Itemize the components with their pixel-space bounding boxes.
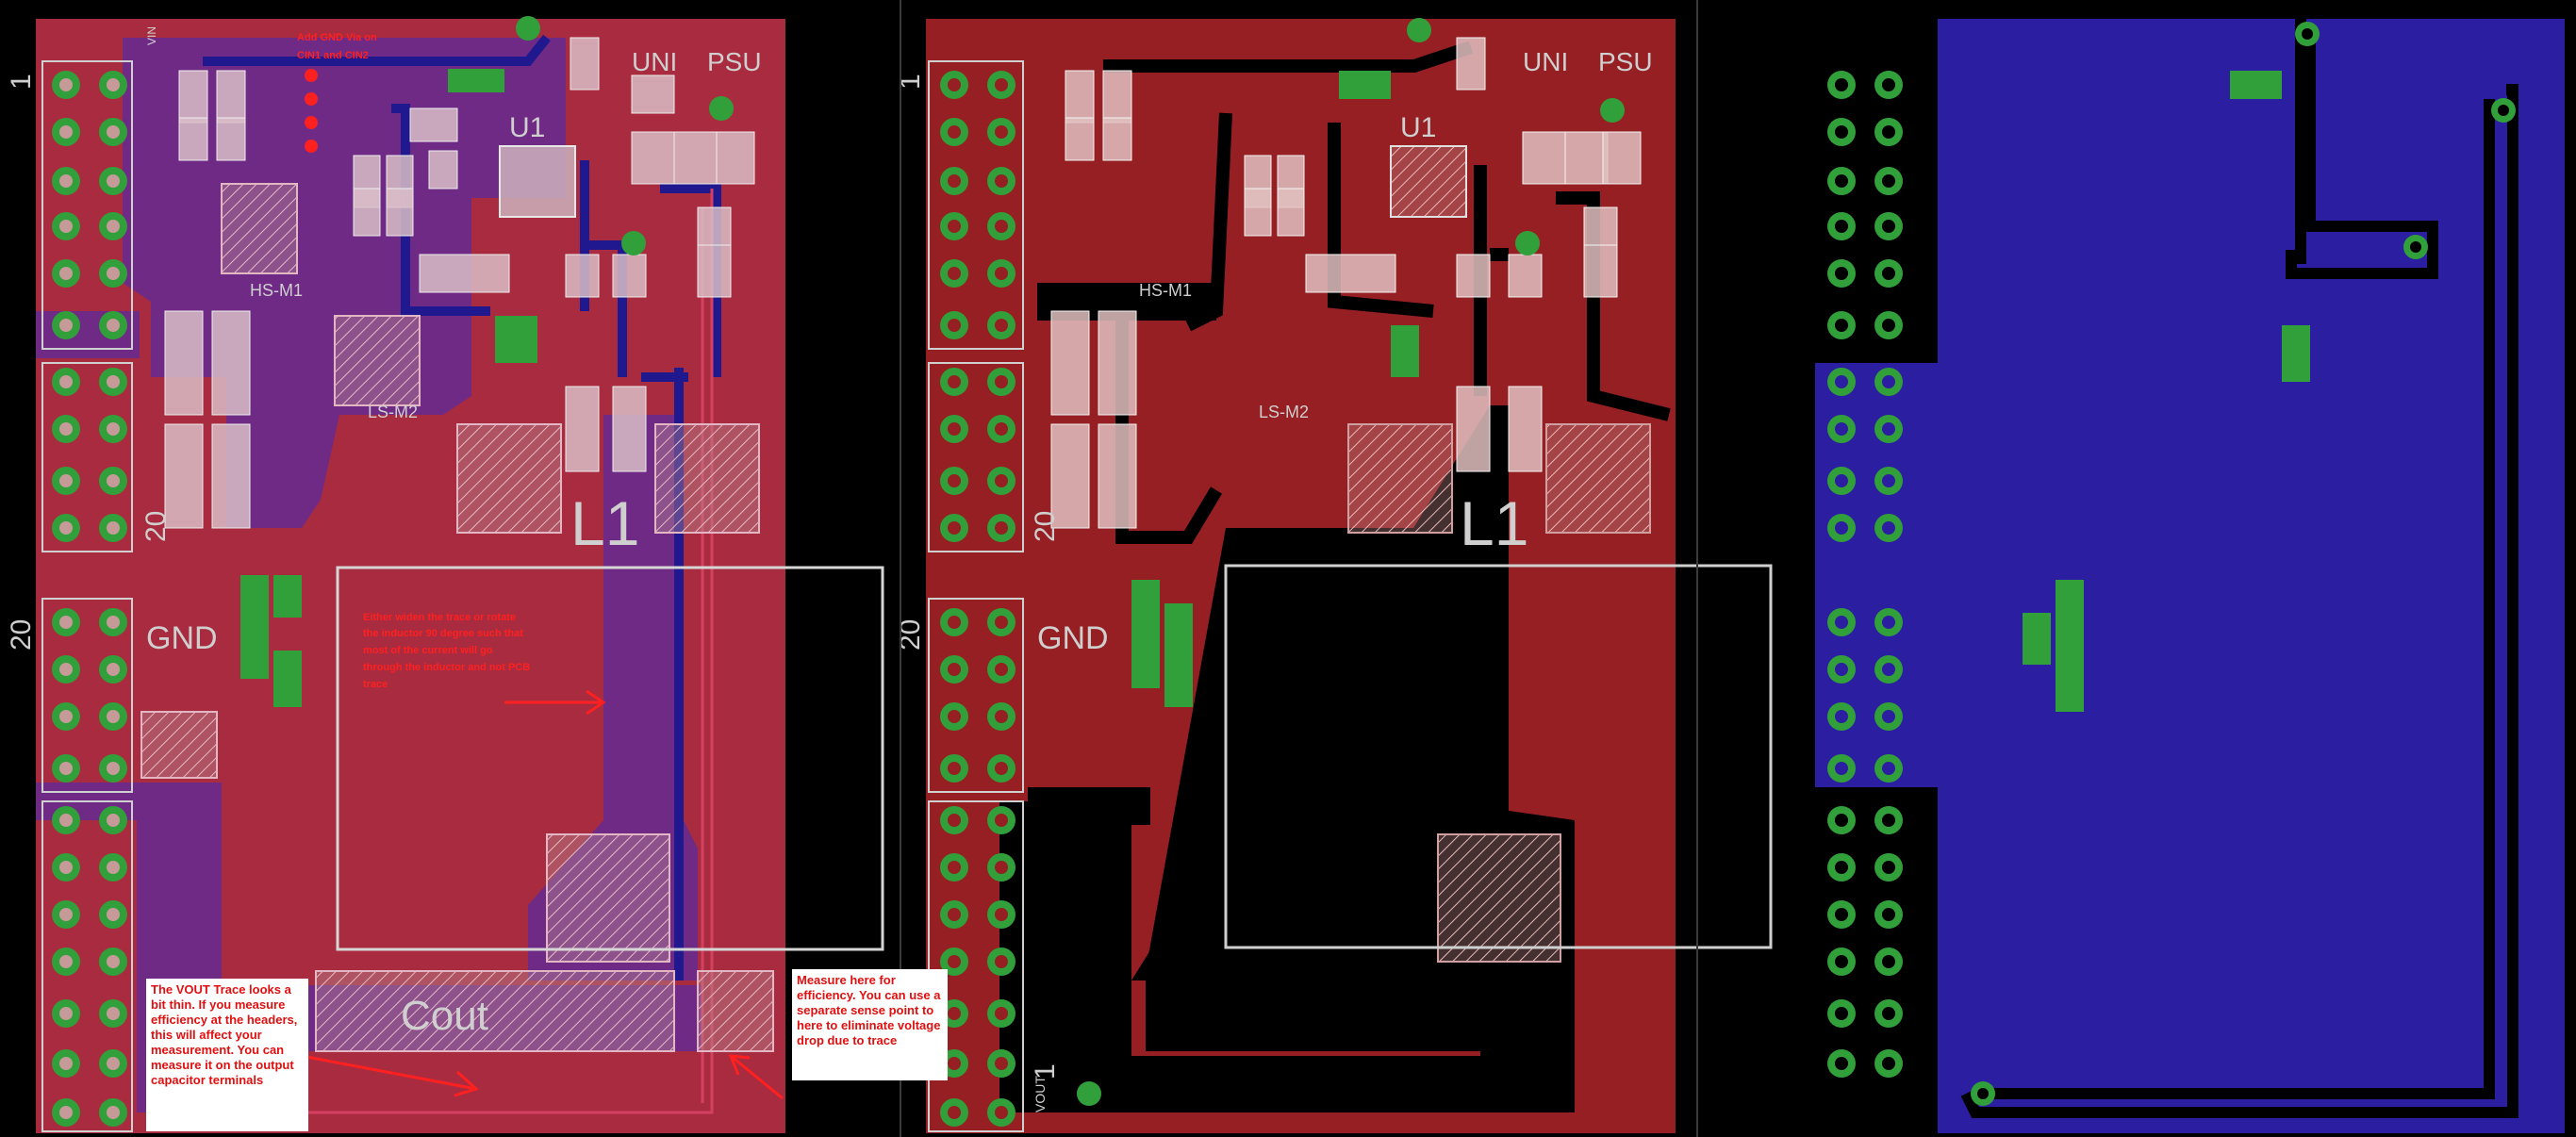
row-20b-label: 20: [140, 511, 172, 542]
panel-top-layer[interactable]: U1 UNI PSU L1 GND HS-M1 LS-M2 VOUT 1 20 …: [895, 18, 1773, 1133]
row-1-label: 1: [6, 74, 37, 90]
u1-label: U1: [509, 112, 545, 143]
psu-label: PSU: [707, 47, 762, 76]
l1-label-top: L1: [1460, 488, 1528, 558]
vout-label-top: VOUT: [1032, 1076, 1048, 1112]
l1-label: L1: [570, 488, 639, 558]
note-measure-here: Measure here for efficiency. You can use…: [792, 969, 948, 1080]
panel-overlay[interactable]: U1 UNI PSU L1 GND Cout HS-M1 LS-M2 VIN 1…: [6, 16, 884, 1133]
hs-m1-label: HS-M1: [250, 281, 303, 300]
u1-label-top: U1: [1400, 112, 1436, 143]
row-1b-label-top: 1: [1030, 1063, 1061, 1079]
gnd-label-top: GND: [1037, 620, 1109, 656]
ls-m2-label: LS-M2: [368, 403, 418, 421]
row-20b-label-top: 20: [1030, 511, 1061, 542]
row-20-label-top: 20: [895, 619, 926, 651]
ls-m2-label-top: LS-M2: [1259, 403, 1309, 421]
gnd-label: GND: [146, 620, 218, 656]
panel-bottom-layer[interactable]: [1815, 19, 2565, 1136]
vin-label: VIN: [145, 26, 158, 45]
row-1-label-top: 1: [895, 74, 926, 90]
row-20-label: 20: [6, 619, 37, 651]
uni-label-top: UNI: [1523, 47, 1568, 76]
hs-m1-label-top: HS-M1: [1139, 281, 1192, 300]
note-vout-trace: The VOUT Trace looks a bit thin. If you …: [146, 979, 308, 1131]
psu-label-top: PSU: [1598, 47, 1653, 76]
uni-label: UNI: [632, 47, 677, 76]
cout-label: Cout: [401, 993, 488, 1039]
